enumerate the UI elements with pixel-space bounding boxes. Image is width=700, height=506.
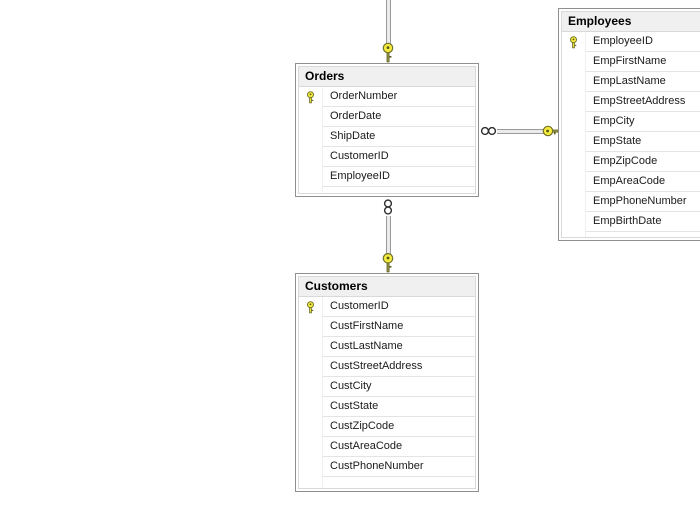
key-end-icon bbox=[542, 125, 559, 137]
field-name: EmpState bbox=[586, 132, 700, 152]
table-employees[interactable]: Employees EmployeeID EmpFirstName bbox=[558, 8, 700, 241]
table-orders[interactable]: Orders OrderNumber OrderDate Sh bbox=[295, 63, 479, 197]
relationship-line[interactable] bbox=[497, 129, 544, 134]
table-row[interactable]: EmpFirstName bbox=[562, 52, 700, 72]
table-row[interactable]: EmpBirthDate bbox=[562, 212, 700, 232]
primary-key-icon bbox=[570, 35, 577, 48]
primary-key-icon bbox=[307, 90, 314, 103]
field-name: CustAreaCode bbox=[323, 437, 475, 457]
field-name: EmpPhoneNumber bbox=[586, 192, 700, 212]
field-name: CustomerID bbox=[323, 297, 475, 317]
table-row[interactable]: EmpState bbox=[562, 132, 700, 152]
table-row[interactable]: OrderDate bbox=[299, 107, 475, 127]
field-name: EmpCity bbox=[586, 112, 700, 132]
table-row[interactable]: EmployeeID bbox=[299, 167, 475, 187]
table-row[interactable]: EmployeeID bbox=[562, 32, 700, 52]
table-customers-body: Customers CustomerID CustFirstName bbox=[298, 276, 476, 489]
table-row[interactable]: EmpPhoneNumber bbox=[562, 192, 700, 212]
table-customers-title[interactable]: Customers bbox=[299, 277, 475, 297]
field-name: CustStreetAddress bbox=[323, 357, 475, 377]
many-end-infinity-icon bbox=[383, 199, 393, 215]
table-employees-body: Employees EmployeeID EmpFirstName bbox=[561, 11, 700, 238]
field-name: CustCity bbox=[323, 377, 475, 397]
field-name: CustFirstName bbox=[323, 317, 475, 337]
field-name: EmpStreetAddress bbox=[586, 92, 700, 112]
field-name: EmpAreaCode bbox=[586, 172, 700, 192]
field-name: CustZipCode bbox=[323, 417, 475, 437]
field-name: EmployeeID bbox=[586, 32, 700, 52]
field-name: EmpLastName bbox=[586, 72, 700, 92]
table-row[interactable]: CustAreaCode bbox=[299, 437, 475, 457]
field-name: ShipDate bbox=[323, 127, 475, 147]
key-end-icon bbox=[382, 42, 394, 63]
table-row[interactable]: CustZipCode bbox=[299, 417, 475, 437]
field-name: CustState bbox=[323, 397, 475, 417]
table-filler bbox=[562, 232, 700, 237]
table-row[interactable]: EmpCity bbox=[562, 112, 700, 132]
table-row[interactable]: CustFirstName bbox=[299, 317, 475, 337]
field-name: CustPhoneNumber bbox=[323, 457, 475, 477]
table-row[interactable]: EmpStreetAddress bbox=[562, 92, 700, 112]
many-end-infinity-icon bbox=[480, 126, 497, 136]
table-row[interactable]: EmpAreaCode bbox=[562, 172, 700, 192]
table-filler bbox=[299, 187, 475, 193]
table-row[interactable]: CustPhoneNumber bbox=[299, 457, 475, 477]
table-row[interactable]: CustomerID bbox=[299, 297, 475, 317]
field-name: CustomerID bbox=[323, 147, 475, 167]
table-row[interactable]: ShipDate bbox=[299, 127, 475, 147]
field-name: OrderNumber bbox=[323, 87, 475, 107]
field-name: EmployeeID bbox=[323, 167, 475, 187]
primary-key-icon bbox=[307, 300, 314, 313]
field-name: OrderDate bbox=[323, 107, 475, 127]
table-orders-title[interactable]: Orders bbox=[299, 67, 475, 87]
field-name: EmpFirstName bbox=[586, 52, 700, 72]
table-row[interactable]: EmpZipCode bbox=[562, 152, 700, 172]
table-row[interactable]: CustLastName bbox=[299, 337, 475, 357]
table-row[interactable]: EmpLastName bbox=[562, 72, 700, 92]
table-filler bbox=[299, 477, 475, 488]
key-end-icon bbox=[382, 253, 394, 273]
table-row[interactable]: CustomerID bbox=[299, 147, 475, 167]
relationship-line[interactable] bbox=[386, 0, 391, 45]
field-name: CustLastName bbox=[323, 337, 475, 357]
table-row[interactable]: OrderNumber bbox=[299, 87, 475, 107]
relationship-line[interactable] bbox=[386, 216, 391, 256]
field-name: EmpZipCode bbox=[586, 152, 700, 172]
table-row[interactable]: CustStreetAddress bbox=[299, 357, 475, 377]
table-row[interactable]: CustState bbox=[299, 397, 475, 417]
table-row[interactable]: CustCity bbox=[299, 377, 475, 397]
table-employees-title[interactable]: Employees bbox=[562, 12, 700, 32]
table-customers[interactable]: Customers CustomerID CustFirstName bbox=[295, 273, 479, 492]
field-name: EmpBirthDate bbox=[586, 212, 700, 232]
table-orders-body: Orders OrderNumber OrderDate Sh bbox=[298, 66, 476, 194]
